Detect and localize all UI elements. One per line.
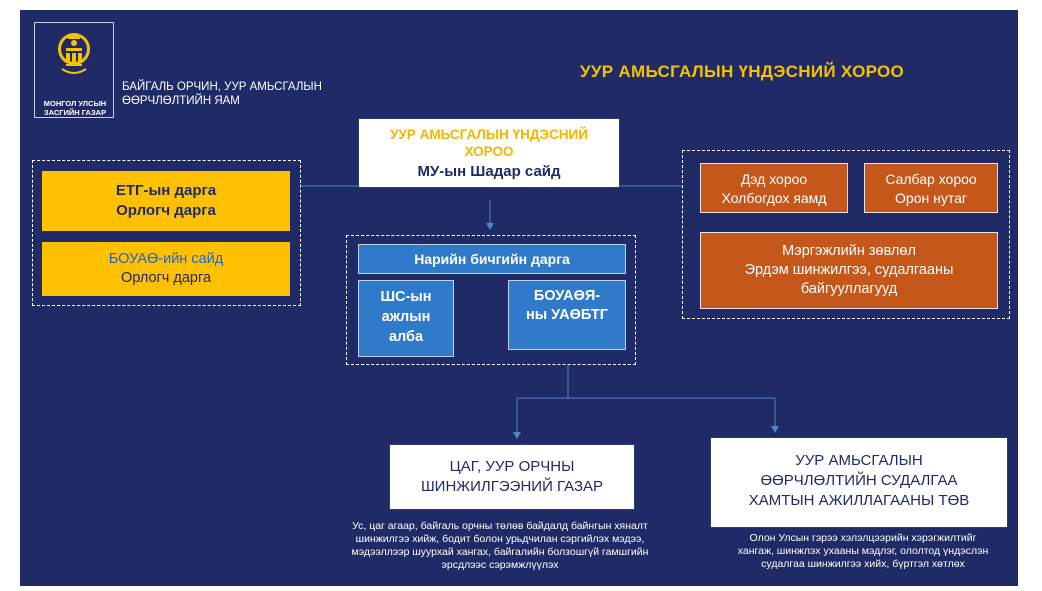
ministry-department-box: БОУАӨЯ- ны УАӨБТГ <box>508 280 626 350</box>
national-committee-box: УУР АМЬСГАЛЫН ҮНДЭСНИЙ ХОРОО МУ-ын Шадар… <box>358 118 620 188</box>
desc-line: хангаж, шинжлэх ухааны мэдлэг, ололтод ү… <box>737 545 989 557</box>
box-line: ЦАГ, УУР ОРЧНЫ <box>449 458 575 475</box>
desc-line: шинжилгээ хийж, бодит болон урьдчилан сэ… <box>355 533 645 545</box>
box-line: БОУАӨЯ- <box>533 288 601 304</box>
box-line: Холбогдох яамд <box>721 190 827 206</box>
meteorology-agency-box: ЦАГ, УУР ОРЧНЫ ШИНЖИЛГЭЭНИЙ ГАЗАР <box>389 444 635 510</box>
meteorology-description: Ус, цаг агаар, байгаль орчны төлөв байда… <box>288 520 712 572</box>
working-office-box: ШС-ын ажлын алба <box>358 280 454 357</box>
logo-text: МОНГОЛ УЛСЫН ЗАСГИЙН ГАЗАР <box>43 99 107 117</box>
secretary-box: Нарийн бичгийн дарга <box>358 244 626 274</box>
desc-line: эрсдлээс сэрэмжлүүлэх <box>441 559 559 571</box>
expert-council-box: Мэргэжлийн зөвлөл Эрдэм шинжилгээ, судал… <box>700 232 998 309</box>
climate-center-description: Олон Улсын гэрээ хэлэлцээрийн хэрэгжилти… <box>714 532 1012 571</box>
desc-line: судалгаа шинжилгээ хийх, бүртгэл хөтлөх <box>761 558 965 570</box>
desc-line: Ус, цаг агаар, байгаль орчны төлөв байда… <box>352 520 648 532</box>
committee-chair: МУ-ын Шадар сайд <box>417 163 561 180</box>
soyombo-emblem-icon <box>58 33 90 74</box>
sub-committee-box: Дэд хороо Холбогдох яамд <box>700 163 848 213</box>
climate-research-center-box: УУР АМЬСГАЛЫН ӨӨРЧЛӨЛТИЙН СУДАЛГАА ХАМТЫ… <box>710 437 1008 528</box>
right-group-frame <box>682 150 1010 319</box>
box-line: БОУАӨ-ийн сайд <box>108 251 224 267</box>
box-line: ШС-ын <box>380 289 432 305</box>
box-line: ны УАӨБТГ <box>526 307 608 323</box>
left-group-frame <box>32 160 301 306</box>
box-line: Салбар хороо <box>885 171 977 187</box>
box-line: Мэргэжлийн зөвлөл <box>782 243 916 259</box>
page-title: УУР АМЬСГАЛЫН ҮНДЭСНИЙ ХОРОО <box>580 62 905 81</box>
box-line: Эрдэм шинжилгээ, судалгааны <box>744 262 954 278</box>
committee-title: УУР АМЬСГАЛЫН ҮНДЭСНИЙ ХОРОО <box>390 127 588 159</box>
box-line: Орон нутаг <box>895 190 967 206</box>
slide: МОНГОЛ УЛСЫН ЗАСГИЙН ГАЗАР БАЙГАЛЬ ОРЧИН… <box>20 10 1018 586</box>
connector-lines <box>301 185 779 439</box>
government-logo: МОНГОЛ УЛСЫН ЗАСГИЙН ГАЗАР <box>34 22 114 118</box>
box-line: ХАМТЫН АЖИЛЛАГААНЫ ТӨВ <box>748 492 970 509</box>
deputy-chair-box-1: ЕТГ-ын дарга Орлогч дарга <box>42 171 290 231</box>
box-line: УУР АМЬСГАЛЫН <box>795 452 923 469</box>
desc-line: мэдээллээр шуурхай хангах, байгалийн бол… <box>351 546 649 558</box>
sector-committee-box: Салбар хороо Орон нутаг <box>864 163 998 213</box>
deputy-chair-box-2: БОУАӨ-ийн сайд Орлогч дарга <box>42 242 290 296</box>
box-line: алба <box>388 329 424 345</box>
box-line: ЕТГ-ын дарга <box>115 182 217 199</box>
ministry-name: БАЙГАЛЬ ОРЧИН, УУР АМЬСГАЛЫН ӨӨРЧЛӨЛТИЙН… <box>122 81 322 107</box>
box-line: ажлын <box>381 309 431 325</box>
box-line: Орлогч дарга <box>116 202 216 219</box>
box-line: ӨӨРЧЛӨЛТИЙН СУДАЛГАА <box>760 472 958 489</box>
box-line: Дэд хороо <box>740 171 808 187</box>
desc-line: Олон Улсын гэрээ хэлэлцээрийн хэрэгжилти… <box>749 532 977 544</box>
box-line: Орлогч дарга <box>120 270 212 286</box>
middle-group-frame <box>346 235 636 365</box>
box-line: байгууллагууд <box>800 281 898 297</box>
box-line: ШИНЖИЛГЭЭНИЙ ГАЗАР <box>420 478 604 495</box>
